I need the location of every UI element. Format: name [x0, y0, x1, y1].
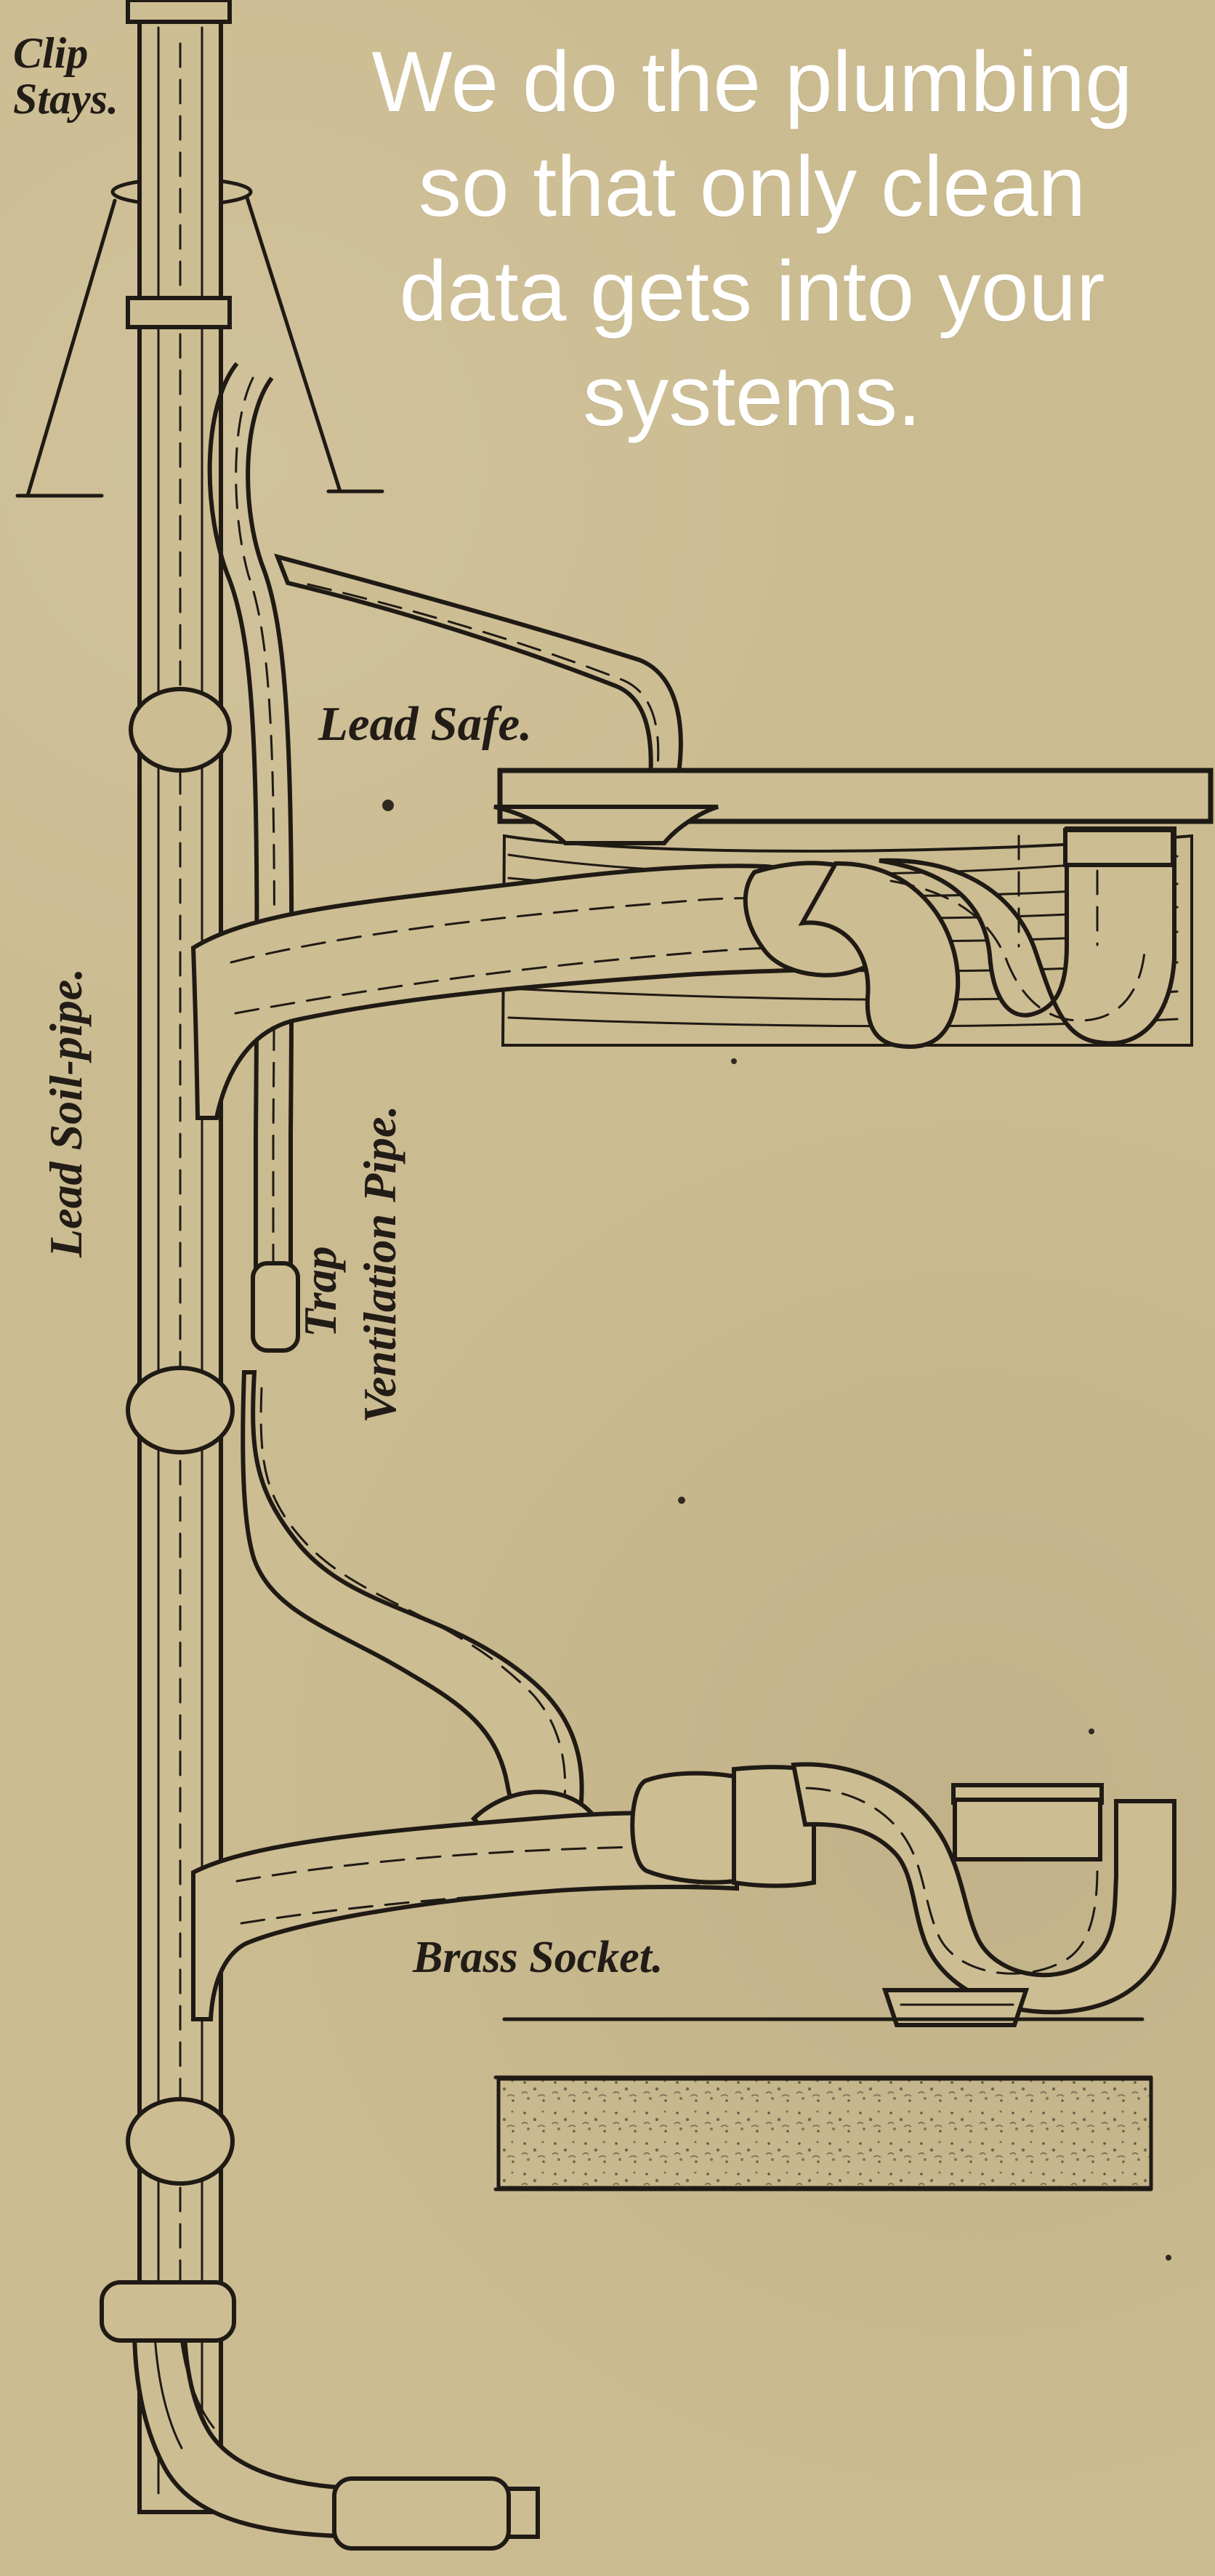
upper-branch-assembly [190, 553, 1214, 1120]
headline-line-2: so that only clean [418, 138, 1086, 235]
headline-line-4: systems. [583, 347, 921, 444]
trap-label: Trap [294, 1246, 346, 1337]
lead-soil-pipe-label: Lead Soil-pipe. [40, 967, 92, 1257]
concrete-floor [493, 2075, 1153, 2191]
lead-soil-pipe [100, 0, 540, 2551]
clip-label-line-2: Stays. [13, 75, 119, 123]
ventilation-pipe-label: Ventilation Pipe. [354, 1105, 405, 1423]
headline-line-1: We do the plumbing [371, 34, 1133, 130]
lead-safe-label: Lead Safe. [318, 697, 532, 751]
brass-socket-label: Brass Socket. [413, 1933, 663, 1982]
clip-stays-label: Clip Stays. [13, 31, 118, 122]
headline-line-3: data gets into your [399, 243, 1105, 339]
lower-branch-assembly [191, 1762, 1176, 2027]
headline: We do the plumbing so that only clean da… [298, 31, 1206, 449]
decorative-speckles [382, 800, 1171, 2261]
clip-label-line-1: Clip [13, 29, 89, 77]
